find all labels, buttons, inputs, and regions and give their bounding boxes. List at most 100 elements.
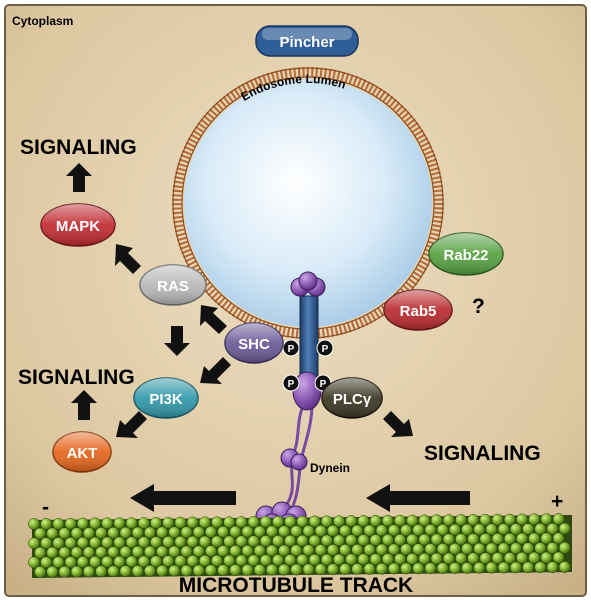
tubulin-bead: [388, 524, 400, 537]
tubulin-bead: [95, 546, 107, 559]
arrow-ras-mapk: [115, 244, 141, 274]
signaling-label-akt: SIGNALING: [18, 366, 135, 389]
arrow-transport-left: [130, 484, 236, 512]
tubulin-bead: [375, 543, 388, 556]
phospho-site: P: [282, 339, 300, 357]
tubulin-bead: [235, 554, 248, 567]
tubulin-bead: [546, 542, 559, 554]
tubulin-bead: [314, 525, 327, 537]
tubulin-bead: [266, 544, 278, 557]
tubulin-bead: [302, 525, 315, 537]
arrow-akt-signaling: [71, 390, 97, 420]
tubulin-bead: [333, 534, 345, 547]
tubulin-bead: [253, 544, 266, 557]
shc-node: SHC: [224, 322, 284, 364]
tubulin-bead: [412, 524, 425, 536]
tubulin-bead: [449, 523, 461, 536]
tubulin-bead: [314, 563, 327, 576]
tubulin-bead: [479, 533, 492, 545]
tubulin-bead: [211, 535, 223, 548]
tubulin-bead: [467, 552, 480, 565]
tubulin-bead: [101, 536, 114, 549]
tubulin-bead: [95, 527, 107, 539]
tubulin-bead: [351, 524, 364, 537]
rab22-node: Rab22: [428, 232, 504, 276]
tubulin-bead: [455, 514, 467, 526]
tubulin-bead: [424, 524, 437, 536]
arrow-ras-pi3k: [164, 326, 190, 356]
tubulin-bead: [205, 526, 217, 538]
tubulin-bead: [162, 516, 175, 529]
tubulin-bead: [266, 525, 278, 538]
tubulin-bead: [308, 534, 321, 547]
tubulin-bead: [119, 526, 132, 539]
tubulin-bead: [70, 527, 83, 540]
phospho-site: P: [282, 374, 300, 392]
tubulin-bead: [485, 561, 498, 574]
tubulin-bead: [394, 553, 406, 565]
tubulin-bead: [412, 562, 425, 575]
arrow-plcg-signaling: [383, 411, 413, 437]
tubulin-bead: [46, 546, 59, 559]
svg-text:MAPK: MAPK: [56, 218, 100, 235]
pi3k-node: PI3K: [133, 377, 199, 419]
tubulin-bead: [144, 565, 156, 577]
tubulin-bead: [479, 552, 492, 565]
tubulin-bead: [345, 534, 358, 547]
tubulin-bead: [76, 536, 89, 549]
tubulin-bead: [369, 553, 382, 566]
tubulin-bead: [125, 555, 138, 568]
tubulin-bead: [327, 544, 339, 556]
tubulin-bead: [302, 544, 315, 557]
tubulin-bead: [363, 563, 376, 575]
tubulin-bead: [58, 546, 71, 559]
tubulin-bead: [217, 564, 229, 577]
tubulin-bead: [290, 525, 303, 538]
tubulin-bead: [89, 555, 101, 568]
tubulin-bead: [156, 564, 168, 577]
tubulin-bead: [83, 565, 95, 578]
svg-text:PLCγ: PLCγ: [333, 391, 372, 408]
tubulin-bead: [418, 514, 431, 527]
svg-text:RAS: RAS: [157, 278, 189, 295]
tubulin-bead: [558, 561, 571, 573]
tubulin-bead: [113, 536, 126, 549]
tubulin-bead: [363, 524, 376, 537]
tubulin-bead: [516, 513, 528, 526]
tubulin-bead: [290, 563, 303, 576]
tubulin-bead: [473, 542, 486, 555]
tubulin-bead: [510, 523, 522, 535]
tubulin-bead: [107, 527, 120, 539]
tubulin-bead: [83, 527, 95, 539]
tubulin-bead: [40, 518, 53, 530]
tubulin-bead: [442, 514, 455, 526]
svg-text:SHC: SHC: [238, 336, 270, 353]
arrow-shc-ras: [200, 305, 227, 334]
tubulin-bead: [125, 536, 138, 549]
tubulin-bead: [473, 561, 486, 574]
akt-node: AKT: [52, 431, 112, 473]
tubulin-bead: [418, 552, 431, 565]
tubulin-bead: [211, 554, 223, 567]
tubulin-bead: [223, 535, 236, 548]
tubulin-bead: [436, 523, 449, 536]
svg-text:P: P: [322, 344, 329, 355]
tubulin-bead: [34, 546, 46, 559]
tubulin-bead: [491, 533, 504, 545]
tubulin-bead: [180, 526, 193, 539]
tubulin-bead: [40, 537, 53, 549]
tubulin-bead: [406, 514, 419, 527]
tubulin-bead: [455, 552, 467, 565]
tubulin-bead: [223, 516, 236, 529]
tubulin-bead: [296, 554, 309, 566]
tubulin-bead: [101, 517, 114, 530]
cytoplasm-label: Cytoplasm: [12, 14, 73, 28]
tubulin-bead: [76, 556, 89, 568]
tubulin-bead: [388, 562, 400, 575]
tubulin-bead: [485, 523, 498, 536]
tubulin-bead: [247, 516, 260, 528]
tubulin-bead: [388, 543, 400, 556]
tubulin-bead: [381, 514, 394, 527]
